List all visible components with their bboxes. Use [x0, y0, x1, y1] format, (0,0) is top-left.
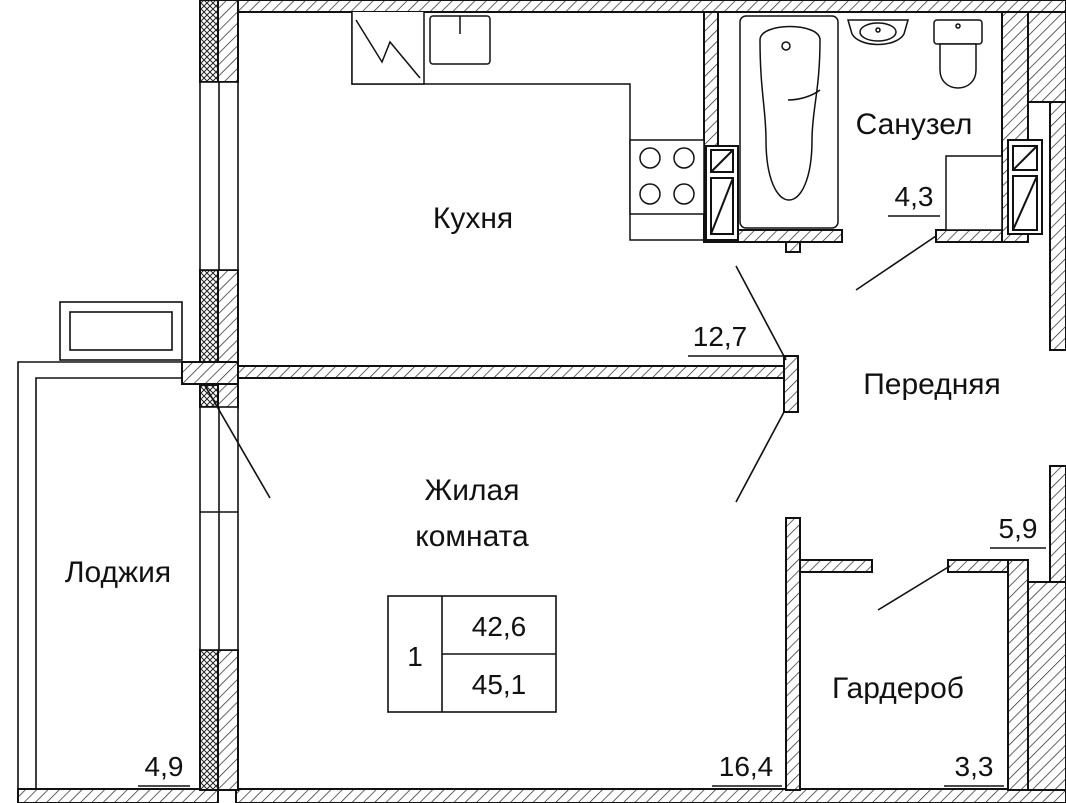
room-area-kitchen: 12,7: [693, 321, 748, 352]
wall-left-top-inner: [199, 0, 219, 83]
wall-top: [235, 0, 1066, 13]
windows: [199, 81, 239, 651]
summary-living-area: 42,6: [472, 611, 527, 642]
room-name-wardrobe: Гардероб: [832, 672, 964, 705]
room-name-living-line1: Жилая: [425, 474, 520, 507]
burner-icon: [673, 183, 695, 205]
wall-bottom: [235, 788, 1066, 803]
summary-total-area: 45,1: [472, 669, 527, 700]
room-area-living: 16,4: [719, 751, 774, 782]
wall-bath-bottom-right: [935, 229, 1003, 243]
summary-table: [387, 595, 557, 713]
bathroom-fixtures: [739, 15, 1003, 231]
room-name-hallway: Передняя: [863, 368, 1001, 401]
burner-icon: [673, 147, 695, 169]
room-name-kitchen: Кухня: [433, 202, 513, 235]
room-name-bathroom: Санузел: [856, 108, 973, 141]
wall-left-top: [217, 0, 239, 83]
door-swing-bathroom: [855, 235, 937, 291]
fridge-symbol: [355, 19, 421, 79]
wall-node: [181, 361, 239, 385]
room-area-hallway: 5,9: [999, 513, 1038, 544]
kitchen-furniture: [351, 12, 705, 241]
loggia-outline: [17, 301, 183, 789]
labels: Кухня 12,7 Санузел 4,3 Передняя 5,9 Жила…: [65, 108, 1038, 782]
door-swing-living: [735, 411, 785, 503]
wall-wardrobe-left: [785, 517, 801, 791]
door-swing-wardrobe: [877, 565, 951, 611]
wall-kitchen-living: [237, 365, 785, 379]
room-area-loggia: 4,9: [145, 751, 184, 782]
wall-stub-door: [783, 355, 799, 413]
wall-right-lower: [1049, 465, 1066, 583]
stove: [629, 139, 705, 215]
washing-machine: [945, 155, 1003, 231]
vent-shafts: [705, 139, 1043, 241]
ac-unit: [59, 301, 183, 361]
wall-left-mid: [217, 269, 239, 409]
wall-right-lower-2: [1027, 581, 1066, 791]
burner-icon: [639, 147, 661, 169]
area-underlines: [138, 215, 1046, 787]
wall-right-upper: [1027, 11, 1066, 103]
wall-left-bottom-inner: [199, 649, 219, 791]
summary-room-count: 1: [407, 641, 423, 672]
burner-icon: [639, 183, 661, 205]
wall-wardrobe-right: [1007, 559, 1029, 791]
wall-left-bottom: [217, 649, 239, 791]
wall-bath-bottom-stub: [785, 241, 801, 253]
wall-right-col: [1049, 101, 1066, 351]
room-name-living-line2: комната: [415, 520, 529, 553]
wall-wardrobe-top: [799, 559, 873, 573]
room-area-bathroom: 4,3: [895, 181, 934, 212]
wall-bottom-loggia: [17, 788, 219, 803]
door-swing-kitchen: [735, 265, 787, 361]
room-area-wardrobe: 3,3: [955, 751, 994, 782]
room-name-loggia: Лоджия: [65, 556, 171, 589]
wall-left-mid-inner: [199, 269, 219, 366]
doors: [203, 235, 951, 611]
door-swing-loggia: [203, 383, 271, 499]
